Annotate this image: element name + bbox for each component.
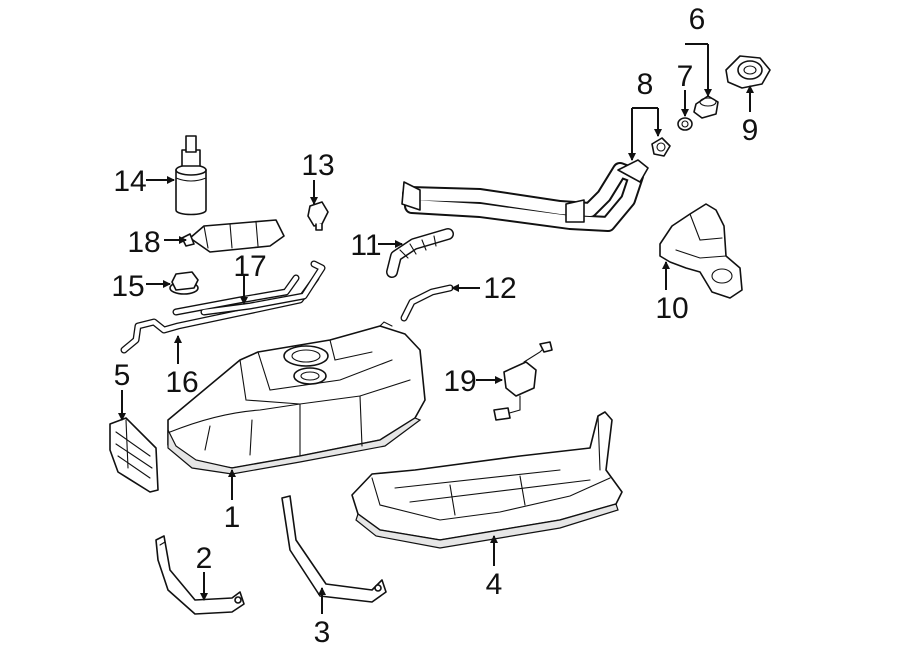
fuel-filter bbox=[181, 219, 285, 253]
fuel-pump bbox=[175, 135, 207, 216]
callout-19: 19 bbox=[443, 365, 476, 398]
callout-10: 10 bbox=[655, 292, 688, 325]
fuel-line-upper bbox=[172, 260, 326, 316]
cap-gasket bbox=[677, 117, 693, 131]
tank-strap-right bbox=[281, 495, 387, 603]
callout-2: 2 bbox=[196, 542, 213, 575]
filler-clamp bbox=[651, 137, 671, 157]
callout-17: 17 bbox=[233, 250, 266, 283]
check-valve bbox=[307, 201, 329, 231]
fuel-tank bbox=[167, 321, 426, 475]
callout-labels: 1 2 3 4 5 6 7 8 9 10 11 12 13 14 15 16 1… bbox=[111, 3, 758, 649]
leader-lines bbox=[118, 43, 754, 614]
filler-housing bbox=[659, 203, 743, 299]
callout-4: 4 bbox=[486, 568, 503, 601]
callout-15: 15 bbox=[111, 270, 144, 303]
callout-13: 13 bbox=[301, 149, 334, 182]
breather-hose bbox=[400, 284, 454, 322]
filler-hose bbox=[386, 228, 454, 278]
callout-1: 1 bbox=[224, 501, 241, 534]
callout-16: 16 bbox=[165, 366, 198, 399]
callout-11: 11 bbox=[350, 229, 381, 262]
callout-7: 7 bbox=[677, 60, 694, 93]
tank-protector bbox=[351, 411, 623, 549]
tank-strap-left bbox=[155, 535, 245, 615]
callout-14: 14 bbox=[113, 165, 146, 198]
heat-insulator bbox=[109, 417, 159, 493]
callout-5: 5 bbox=[114, 359, 131, 392]
fuel-cap bbox=[693, 95, 719, 119]
pump-retainer bbox=[169, 271, 199, 295]
filler-grommet bbox=[725, 55, 771, 89]
callout-8: 8 bbox=[637, 68, 654, 101]
fuel-line-lower bbox=[120, 274, 320, 354]
callout-18: 18 bbox=[127, 226, 160, 259]
callout-6: 6 bbox=[689, 3, 706, 36]
filler-pipe bbox=[401, 159, 649, 232]
fuel-gauge-sender bbox=[493, 341, 553, 421]
callout-12: 12 bbox=[483, 272, 516, 305]
callout-3: 3 bbox=[314, 616, 331, 649]
callout-9: 9 bbox=[742, 114, 759, 147]
